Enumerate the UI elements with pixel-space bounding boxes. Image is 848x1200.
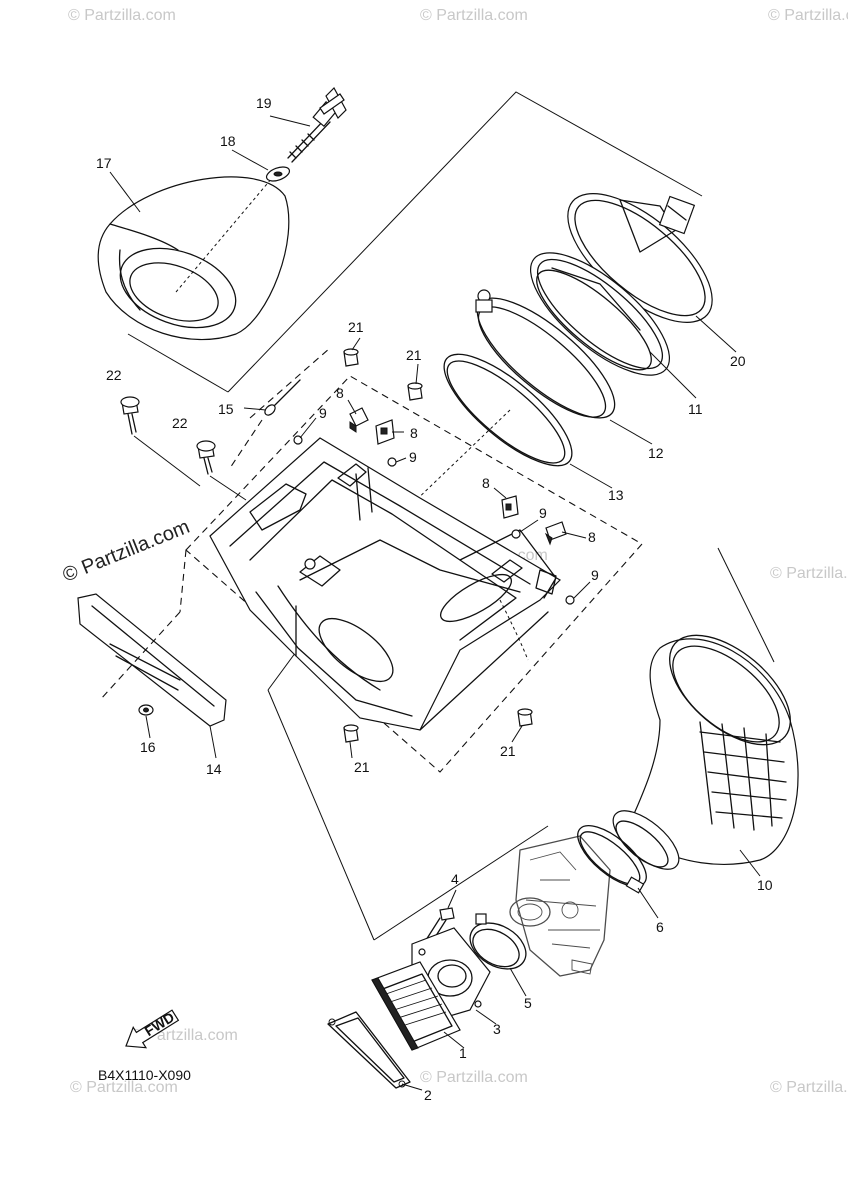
callout-5: 5 [524, 995, 532, 1011]
callout-4: 4 [451, 871, 459, 887]
callout-22: 22 [172, 415, 188, 431]
callout-19: 19 [256, 95, 272, 111]
bolts-22 [120, 396, 247, 501]
callout-8: 8 [588, 529, 596, 545]
callout-21: 21 [500, 743, 516, 759]
callout-leaders [109, 115, 761, 1091]
callout-10: 10 [757, 877, 773, 893]
callout-9: 9 [591, 567, 599, 583]
hose-clamp-large [475, 289, 616, 419]
carburetor [509, 835, 611, 977]
grommets-21 [343, 348, 533, 743]
air-filter-element [97, 176, 290, 341]
watermark: © Partzilla.com [770, 565, 848, 582]
callouts: 1 2 3 4 5 6 8 8 8 8 9 9 9 9 10 11 12 13 … [96, 95, 773, 1103]
filter-cage [567, 193, 713, 323]
callout-11: 11 [688, 401, 703, 417]
air-box-joint [529, 252, 671, 376]
callout-12: 12 [648, 445, 664, 461]
grommet-16 [138, 704, 154, 716]
callout-2: 2 [424, 1087, 432, 1103]
callout-16: 16 [140, 739, 156, 755]
callout-18: 18 [220, 133, 236, 149]
side-cover-plate [77, 593, 227, 727]
callout-8: 8 [482, 475, 490, 491]
watermark: © Partzilla.com [68, 7, 176, 24]
watermark: © Partzilla.com [420, 7, 528, 24]
wing-bolt [265, 87, 347, 182]
main-watermark: © Partzilla.com [60, 516, 193, 587]
watermark: © Partzilla.com [770, 1079, 848, 1096]
callout-8: 8 [410, 425, 418, 441]
watermark: © Partzilla.com [70, 1079, 178, 1096]
air-box [209, 437, 561, 731]
callout-9: 9 [409, 449, 417, 465]
callout-15: 15 [218, 401, 234, 417]
reed-valve [371, 961, 461, 1051]
callout-1: 1 [459, 1045, 467, 1061]
watermark: © Partzilla.com [420, 1069, 528, 1086]
callout-6: 6 [656, 919, 664, 935]
callout-17: 17 [96, 155, 112, 171]
hose-clamp-5 [469, 913, 527, 970]
rivet-pin [229, 379, 301, 469]
assembly-outline [127, 91, 775, 941]
callout-21: 21 [354, 759, 370, 775]
hose-clamp-6 [577, 825, 647, 894]
intake-duct [612, 634, 799, 870]
callout-9: 9 [539, 505, 547, 521]
clips-and-nuts [293, 407, 575, 605]
seal-ring [443, 353, 573, 467]
reed-gasket [327, 1011, 411, 1089]
callout-21: 21 [348, 319, 364, 335]
callout-20: 20 [730, 353, 746, 369]
callout-21: 21 [406, 347, 422, 363]
callout-14: 14 [206, 761, 222, 777]
callout-3: 3 [493, 1021, 501, 1037]
callout-22: 22 [106, 367, 122, 383]
watermark: © Partzilla.com [768, 7, 848, 24]
diagram-code: B4X1110-X090 [98, 1067, 191, 1083]
airbox-dashed-frame [179, 347, 643, 773]
callout-8: 8 [336, 385, 344, 401]
callout-9: 9 [319, 405, 327, 421]
callout-13: 13 [608, 487, 624, 503]
